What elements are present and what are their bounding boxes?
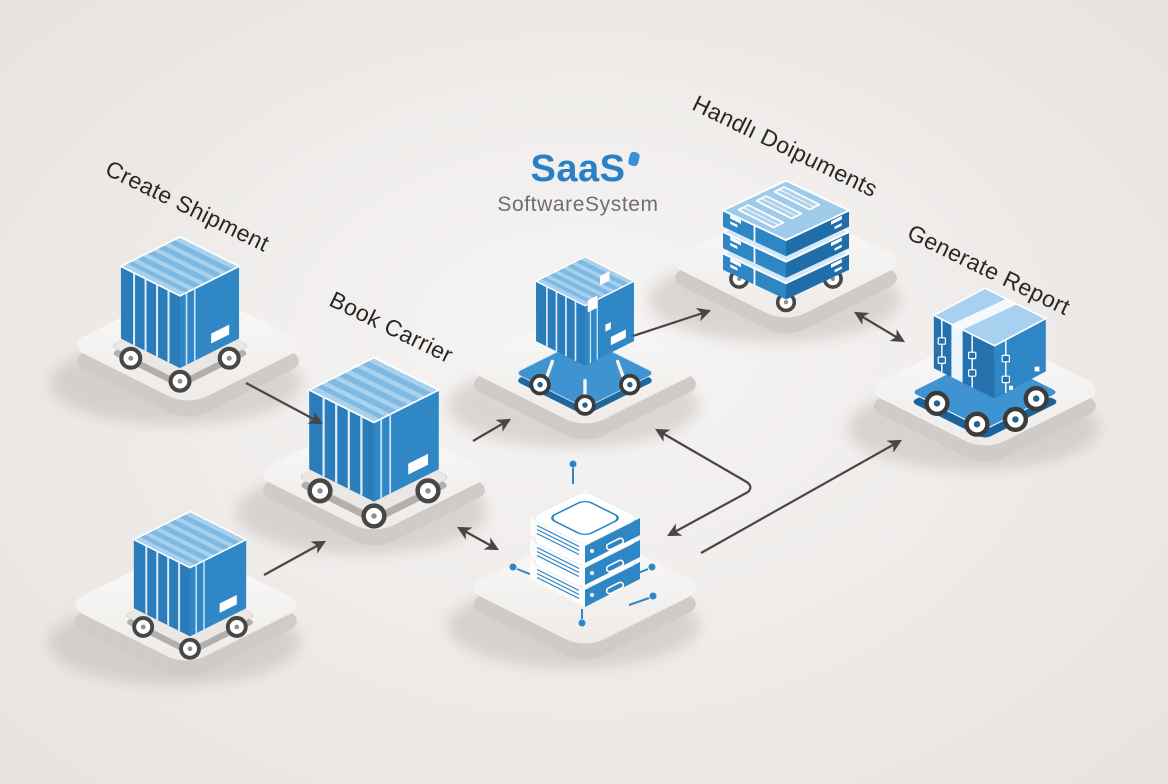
brand-title: SaaS: [530, 148, 626, 190]
binder-cart-icon: [110, 237, 249, 391]
binder-cart-icon: [298, 358, 451, 527]
arrow-saas-server-elbow: [655, 428, 752, 537]
arrow-inbound-to-book: [263, 540, 327, 576]
arrow-book-server-sync: [456, 526, 500, 551]
arrow-saas-to-documents: [632, 308, 712, 338]
arrow-book-to-saas: [472, 418, 511, 442]
binder-cart-icon: [124, 512, 256, 658]
arrow-server-to-report: [700, 439, 903, 554]
arrow-create-to-book: [245, 382, 324, 425]
brand-subtitle: SoftwareSystem: [497, 193, 659, 216]
arrow-documents-report-sync: [854, 311, 905, 343]
